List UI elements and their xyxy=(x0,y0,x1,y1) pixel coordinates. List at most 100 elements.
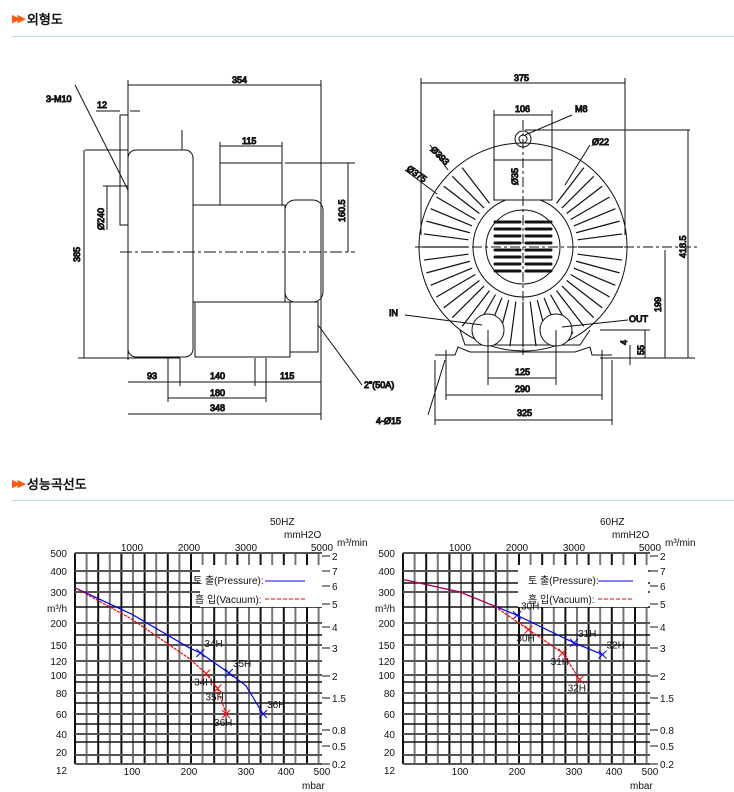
curve-marker xyxy=(201,669,211,678)
y-tick-label: 20 xyxy=(56,748,68,759)
x-tick-label: 400 xyxy=(606,767,623,778)
marker-label: 34H xyxy=(204,639,222,650)
marker-label: 35H xyxy=(206,693,224,704)
legend-box xyxy=(200,565,330,607)
dim-115-top: 115 xyxy=(242,136,256,146)
dim-106: 106 xyxy=(515,104,530,114)
x-axis-label: mbar xyxy=(302,781,325,792)
cooling-fin xyxy=(443,280,480,309)
dim-35: Ø35 xyxy=(510,168,520,185)
chart-title: 50HZ xyxy=(270,517,294,528)
legend-pressure: 토 출(Pressure): xyxy=(193,575,264,587)
y-tick-label: 20 xyxy=(384,748,396,759)
legend-box xyxy=(518,565,648,607)
x2-tick-label: 1000 xyxy=(449,543,472,554)
y2-tick-label: 2 xyxy=(332,552,338,563)
performance-title: 성능곡선도 xyxy=(26,478,87,493)
curve-marker xyxy=(213,684,222,693)
dim-93: 93 xyxy=(147,371,157,381)
x-tick-label: 400 xyxy=(278,767,295,778)
curve-marker xyxy=(575,675,585,684)
cooling-fin xyxy=(426,260,471,274)
x2-tick-label: 3000 xyxy=(235,543,258,554)
chevrons-right-icon: ▶▶ xyxy=(12,477,26,490)
divider xyxy=(12,500,734,501)
marker-label: 35H xyxy=(233,659,251,670)
y-tick-label: 150 xyxy=(378,641,395,652)
y2-tick-label: 7 xyxy=(660,567,666,578)
y2-tick-label: 2 xyxy=(332,672,338,683)
dim-375-radius: Ø375 xyxy=(405,163,429,184)
divider xyxy=(12,36,734,37)
x2-axis-label: mmH2O xyxy=(284,530,321,541)
marker-label: 36H xyxy=(214,718,232,729)
x2-axis-label: mmH2O xyxy=(612,530,649,541)
y-tick-label: 100 xyxy=(50,671,67,682)
label-in: IN xyxy=(389,308,398,318)
curve-marker xyxy=(224,668,234,678)
cooling-fin xyxy=(451,175,485,209)
cooling-fin xyxy=(461,290,490,327)
y-tick-label: 400 xyxy=(378,567,395,578)
x-tick-label: 100 xyxy=(124,767,141,778)
cooling-fin xyxy=(573,267,616,286)
cooling-fin xyxy=(451,285,485,319)
x2-tick-label: 3000 xyxy=(563,543,586,554)
y2-axis-label: m³/min xyxy=(337,538,368,549)
marker-label: 30H xyxy=(521,601,539,612)
y-tick-label: 200 xyxy=(378,619,395,630)
marker-label: 36H xyxy=(267,700,285,711)
y2-tick-label: 3 xyxy=(660,644,666,655)
cooling-fin xyxy=(566,280,603,309)
dim-240: Ø240 xyxy=(96,208,106,230)
dim-385: 385 xyxy=(72,247,82,262)
y2-tick-label: 2 xyxy=(660,552,666,563)
cooling-fin xyxy=(570,273,610,298)
y-tick-label: 150 xyxy=(50,641,67,652)
marker-label: 32H xyxy=(607,641,625,652)
y-tick-label: 40 xyxy=(384,730,396,741)
dim-325: 325 xyxy=(517,408,532,418)
y2-tick-label: 1.5 xyxy=(332,694,346,705)
y2-tick-label: 0.2 xyxy=(332,760,346,771)
dim-199: 199 xyxy=(653,297,663,312)
y-tick-label: 100 xyxy=(378,671,395,682)
y2-tick-label: 0.2 xyxy=(660,760,674,771)
y2-tick-label: 0.5 xyxy=(660,742,674,753)
y-tick-label: 500 xyxy=(50,549,67,560)
label-4-holes: 4-Ø15 xyxy=(376,416,401,426)
legend-vacuum: 흡 입(Vacuum): xyxy=(195,593,262,606)
y2-tick-label: 0.8 xyxy=(332,726,346,737)
y-tick-label: 300 xyxy=(378,588,395,599)
y-tick-label: 80 xyxy=(56,689,68,700)
dim-4: 4 xyxy=(619,340,629,345)
legend-pressure: 토 출(Pressure): xyxy=(528,575,599,587)
y-tick-label: 200 xyxy=(50,619,67,630)
dim-160-5: 160.5 xyxy=(337,199,347,222)
side-view: 354 12 3-M10 Ø240 385 115 160.5 93 140 1… xyxy=(46,75,395,420)
y2-tick-label: 0.5 xyxy=(332,742,346,753)
series-vacuum xyxy=(74,587,227,715)
y2-tick-label: 4 xyxy=(332,623,338,634)
x2-tick-label: 5000 xyxy=(639,543,662,554)
cooling-fin xyxy=(573,208,616,227)
y2-tick-label: 6 xyxy=(660,582,666,593)
legend-vacuum: 흡 입(Vacuum): xyxy=(528,593,595,606)
dim-55: 55 xyxy=(636,345,646,355)
dim-375: 375 xyxy=(514,73,529,83)
section-title-outline: ▶▶외형도 xyxy=(12,9,63,28)
marker-label: 34H xyxy=(194,678,212,689)
y-tick-label: 60 xyxy=(384,710,396,721)
y2-tick-label: 6 xyxy=(332,582,338,593)
curve-marker xyxy=(598,650,607,659)
cooling-fin xyxy=(436,196,476,221)
y-axis-label: m³/h xyxy=(47,604,67,615)
cooling-fin xyxy=(561,175,595,209)
x-tick-label: 100 xyxy=(452,767,469,778)
cooling-fin xyxy=(436,273,476,298)
y2-axis-label: m³/min xyxy=(665,538,696,549)
curve-marker xyxy=(512,610,522,620)
marker-label: 32H xyxy=(568,684,586,695)
